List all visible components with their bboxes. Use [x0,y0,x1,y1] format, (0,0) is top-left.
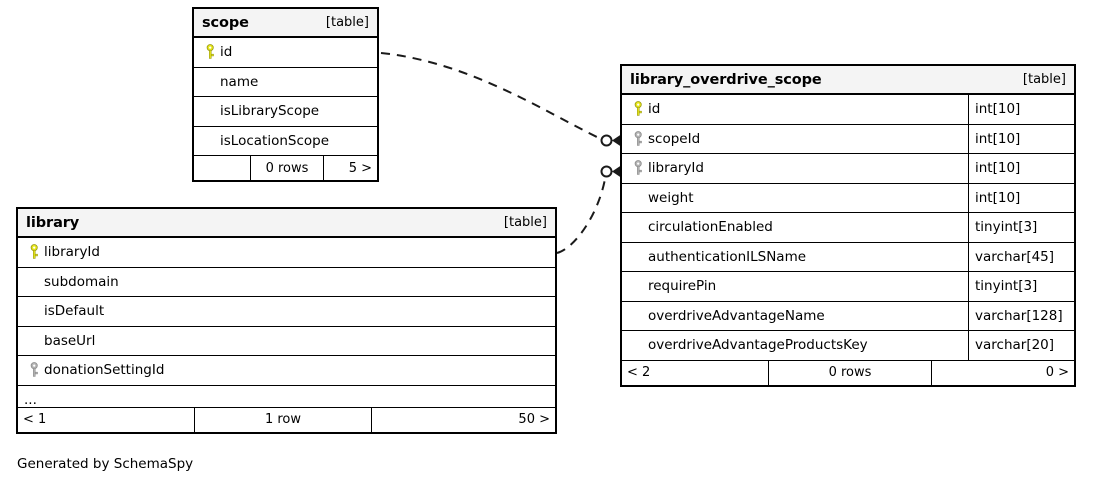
column-cell: authenticationILSName [622,243,968,272]
column-cell: subdomain [18,268,555,297]
column-type: varchar[20] [968,331,1074,360]
column-cell: id [194,38,377,67]
grey-key-icon [628,160,648,176]
column-cell: donationSettingId [18,356,555,385]
column-name: id [648,101,661,118]
column-name: libraryId [648,160,704,177]
grey-key-icon [628,130,648,147]
table-library-title: library [26,214,80,231]
footer-row-count: 0 rows [250,156,324,180]
footer-row-count: 1 row [194,407,372,432]
table-row[interactable]: isLocationScope [194,127,377,156]
column-cell: isLocationScope [194,127,377,156]
column-cell: scopeId [622,125,968,154]
table-library-overdrive-scope-kind-label: [table] [1022,72,1066,87]
generator-credit: Generated by SchemaSpy [17,456,194,472]
table-row[interactable]: id [194,38,377,68]
table-library-overdrive-scope-header: library_overdrive_scope [table] [622,66,1074,95]
column-type: tinyint[3] [968,272,1074,301]
table-library-overdrive-scope-footer: < 2 0 rows 0 > [622,360,1074,385]
table-scope-kind-label: [table] [325,15,369,30]
column-cell: overdriveAdvantageProductsKey [622,331,968,360]
column-name: isLocationScope [220,132,330,149]
column-type: varchar[45] [968,242,1074,271]
footer-next-link[interactable]: 5 > [348,160,372,176]
column-name: overdriveAdvantageProductsKey [648,337,868,354]
column-name: requirePin [648,278,717,295]
column-type: int[10] [968,154,1074,183]
yellow-key-icon [628,101,648,117]
column-type: int[10] [968,95,1074,124]
column-cell: isDefault [18,297,555,326]
grey-key-icon [24,362,44,378]
column-name: authenticationILSName [648,248,807,265]
column-name: id [220,44,233,61]
table-scope-title: scope [202,14,249,31]
column-name: subdomain [44,273,119,290]
table-row[interactable]: libraryId int[10] [622,154,1074,184]
column-cell: libraryId [622,154,968,183]
column-name: name [220,73,259,90]
footer-prev-link[interactable]: < 2 [627,365,651,380]
table-row[interactable]: scopeId int[10] [622,124,1074,154]
column-cell: isLibraryScope [194,97,377,126]
table-row[interactable]: subdomain [18,268,555,297]
table-row[interactable]: isLibraryScope [194,97,377,127]
column-name: circulationEnabled [648,219,773,236]
table-library-overdrive-scope[interactable]: library_overdrive_scope [table] id int[1… [620,64,1076,387]
column-name: libraryId [44,244,100,261]
column-cell: libraryId [18,238,555,267]
footer-next-link[interactable]: 50 > [518,412,550,427]
column-type: varchar[128] [968,301,1074,330]
footer-row-count: 0 rows [768,360,932,385]
table-row[interactable]: overdriveAdvantageName varchar[128] [622,301,1074,331]
table-library-footer: < 1 1 row 50 > [18,407,555,432]
column-cell: baseUrl [18,327,555,356]
table-row[interactable]: libraryId [18,238,555,268]
column-name: weight [648,189,694,206]
table-library-header: library [table] [18,209,555,238]
column-type: int[10] [968,183,1074,212]
yellow-key-icon [200,44,220,60]
column-cell: requirePin [622,272,968,301]
table-row[interactable]: weight int[10] [622,183,1074,213]
column-name: donationSettingId [44,362,165,379]
footer-prev-link[interactable]: < 1 [23,412,47,427]
truncated-columns-indicator: ... [18,386,555,408]
table-row[interactable]: id int[10] [622,95,1074,125]
table-library-kind-label: [table] [503,215,547,230]
column-name: overdriveAdvantageName [648,307,825,324]
table-row[interactable]: authenticationILSName varchar[45] [622,242,1074,272]
table-row[interactable]: overdriveAdvantageProductsKey varchar[20… [622,331,1074,361]
table-scope-footer: 0 rows 5 > [194,156,377,180]
footer-prev-link[interactable] [194,156,250,180]
column-cell: id [622,95,968,124]
table-row[interactable]: donationSettingId [18,356,555,386]
table-row[interactable]: name [194,68,377,97]
table-library[interactable]: library [table] libraryId subdomai [16,207,557,434]
column-cell: weight [622,184,968,213]
table-row[interactable]: isDefault [18,297,555,327]
column-type: int[10] [968,124,1074,153]
relationship-library-libraryid-to-libraryid [556,165,621,254]
table-row[interactable]: circulationEnabled tinyint[3] [622,213,1074,243]
column-cell: overdriveAdvantageName [622,302,968,331]
table-row[interactable]: requirePin tinyint[3] [622,272,1074,302]
table-scope-header: scope [table] [194,9,377,38]
column-name: baseUrl [44,332,96,349]
column-name: isDefault [44,303,105,320]
column-name: isLibraryScope [220,103,320,120]
table-row[interactable]: baseUrl [18,327,555,356]
table-scope[interactable]: scope [table] id name [192,7,379,182]
column-cell: circulationEnabled [622,213,968,242]
column-cell: name [194,68,377,97]
relationship-scope-id-to-scopeid [380,52,621,147]
column-type: tinyint[3] [968,213,1074,242]
footer-next-link[interactable]: 0 > [1045,365,1069,380]
table-library-overdrive-scope-title: library_overdrive_scope [630,71,822,88]
column-name: scopeId [648,130,701,147]
yellow-key-icon [24,244,44,260]
